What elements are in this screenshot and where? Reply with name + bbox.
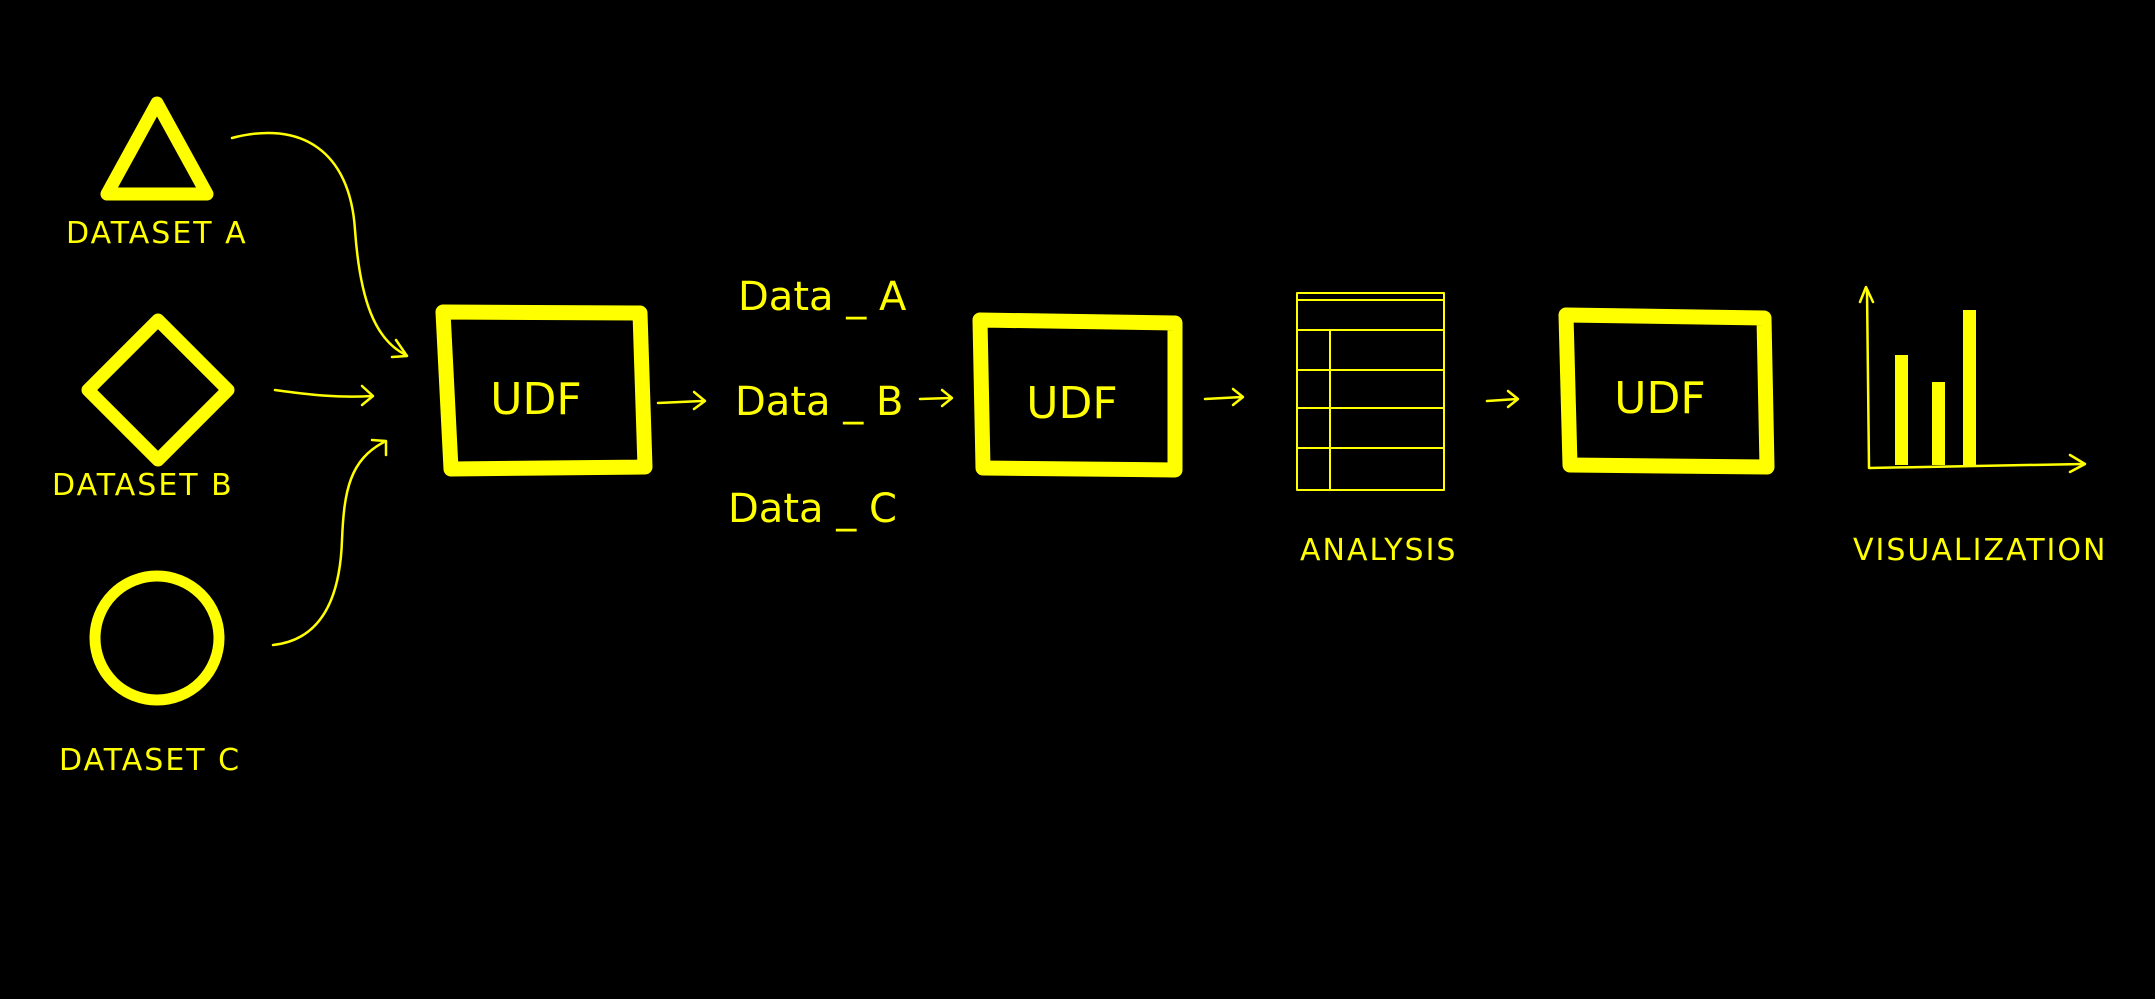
dataset-c: DATASET C bbox=[59, 570, 241, 778]
dataset-connectors bbox=[230, 131, 409, 647]
dataset-a: DATASET A bbox=[66, 96, 248, 251]
visualization-label: VISUALIZATION bbox=[1853, 533, 2107, 568]
data-item-a: Data _ A bbox=[738, 274, 907, 320]
dataset-a-label: DATASET A bbox=[66, 216, 248, 251]
connector-b-line bbox=[273, 388, 374, 398]
udf-box-2-frame bbox=[972, 312, 1183, 478]
diamond-icon bbox=[81, 313, 235, 467]
connector-c-arrowhead bbox=[370, 438, 388, 457]
bar-3 bbox=[1963, 310, 1976, 465]
dataset-c-label: DATASET C bbox=[59, 743, 241, 778]
connector-a-arrowhead bbox=[390, 338, 409, 359]
udf-box-1: UDF bbox=[435, 304, 653, 477]
arrow-data-to-udf2 bbox=[918, 388, 954, 408]
visualization: VISUALIZATION bbox=[1853, 285, 2107, 568]
arrow-analysis-to-udf3 bbox=[1485, 389, 1520, 409]
dataset-b: DATASET B bbox=[52, 313, 235, 503]
data-item-b: Data _ B bbox=[735, 379, 903, 425]
udf-box-3-frame bbox=[1558, 307, 1775, 475]
dataset-b-label: DATASET B bbox=[52, 468, 234, 503]
udf-box-2: UDF bbox=[972, 312, 1183, 478]
data-item-c: Data _ C bbox=[728, 486, 897, 532]
table-icon bbox=[1296, 292, 1445, 491]
circle-icon bbox=[89, 570, 225, 706]
udf-box-1-frame bbox=[435, 304, 653, 477]
udf-box-3: UDF bbox=[1558, 307, 1775, 475]
connector-b-arrowhead bbox=[360, 384, 375, 407]
connector-a-curve bbox=[230, 131, 408, 357]
udf-box-2-label: UDF bbox=[1026, 378, 1117, 429]
bar-2 bbox=[1932, 382, 1945, 465]
udf-box-1-label: UDF bbox=[490, 374, 581, 425]
connector-c-curve bbox=[271, 440, 386, 647]
bar-chart-icon bbox=[1858, 285, 2087, 474]
analysis-label: ANALYSIS bbox=[1300, 533, 1457, 568]
analysis: ANALYSIS bbox=[1296, 292, 1457, 568]
arrow-udf2-to-analysis bbox=[1203, 387, 1245, 407]
data-items: Data _ A Data _ B Data _ C bbox=[728, 274, 907, 532]
udf-box-3-label: UDF bbox=[1614, 373, 1705, 424]
arrow-udf1-to-data bbox=[656, 390, 707, 411]
triangle-icon bbox=[100, 96, 214, 201]
bar-1 bbox=[1895, 355, 1908, 465]
